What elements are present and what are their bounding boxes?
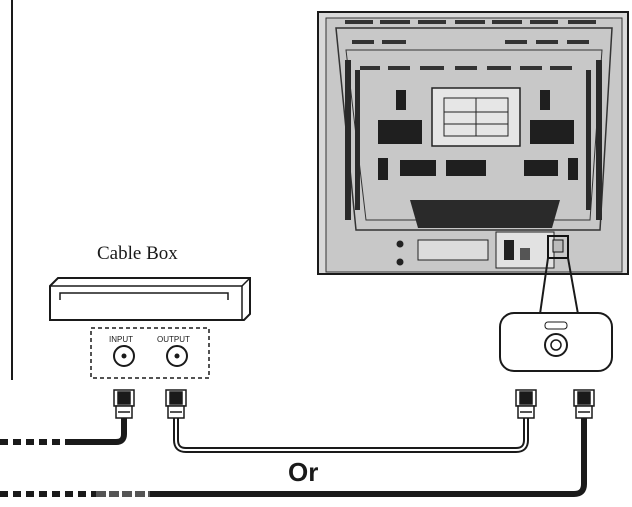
- coax-plug-icon: [515, 389, 537, 419]
- rf-jack-icon: [166, 345, 188, 367]
- incoming-cable-dotted-upper: [0, 418, 127, 445]
- callout-line-right: [567, 257, 579, 315]
- coax-plug-icon: [573, 389, 595, 419]
- box-to-tv-cable: [173, 418, 529, 453]
- input-jack-label: INPUT: [109, 335, 133, 344]
- output-jack-label: OUTPUT: [157, 335, 190, 344]
- rf-jack-icon: [113, 345, 135, 367]
- cable-box-jack-panel: [90, 327, 210, 379]
- callout-line-left: [539, 257, 549, 315]
- coax-plug-icon: [165, 389, 187, 419]
- cable-box-label: Cable Box: [97, 243, 178, 264]
- tv-back-panel-icon: [317, 11, 629, 275]
- incoming-cable-dotted-lower: [0, 418, 587, 497]
- cable-box-icon: [49, 277, 251, 321]
- coax-plug-icon: [113, 389, 135, 419]
- or-label: Or: [288, 457, 318, 487]
- tv-rf-jack-inset: [499, 312, 613, 372]
